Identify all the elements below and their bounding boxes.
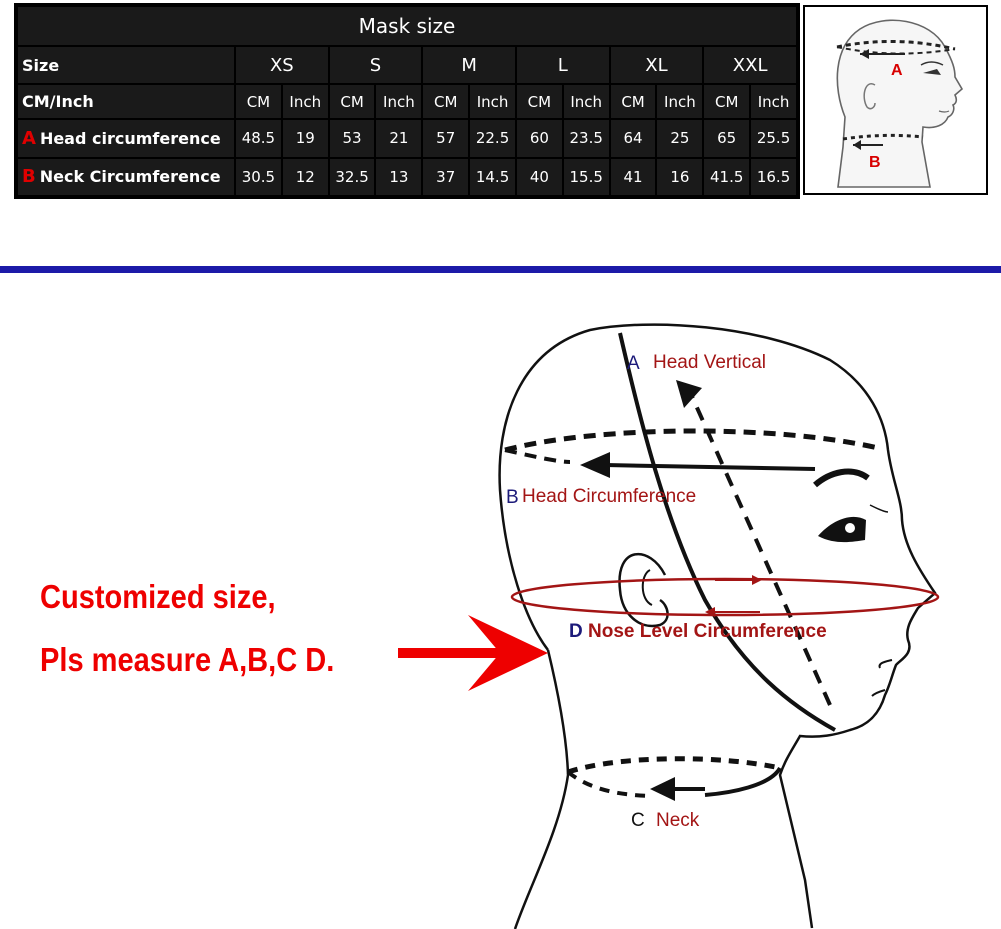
table-cell: 32.5 xyxy=(327,156,377,198)
head-circumference-dashed xyxy=(504,428,879,453)
table-cell: 22.5 xyxy=(468,118,517,159)
table-cell: 13 xyxy=(374,156,424,198)
label-c-letter: C xyxy=(631,810,645,831)
row-letter-a: A xyxy=(22,127,36,149)
table-cell: 60 xyxy=(514,118,564,159)
unit-cell: CM xyxy=(234,83,283,121)
eyebrow-icon xyxy=(813,468,870,488)
table-cell: 16 xyxy=(655,156,705,198)
unit-cell: CM xyxy=(702,83,752,121)
size-xxl: XXL xyxy=(702,44,798,86)
head-thumbnail-icon: A B xyxy=(836,19,964,188)
unit-cell: CM xyxy=(421,83,471,121)
table-cell: 15.5 xyxy=(561,156,611,198)
head-vertical-line xyxy=(618,332,836,732)
head-outline xyxy=(498,323,937,929)
table-cell: 64 xyxy=(608,118,658,159)
custom-size-note-line2: Pls measure A,B,C D. xyxy=(40,641,335,678)
arrow-left-icon xyxy=(580,452,610,478)
nose-level-ellipse xyxy=(510,577,940,617)
label-a-text: Head Vertical xyxy=(653,352,766,373)
unit-row-label: CM/Inch xyxy=(16,83,236,121)
table-cell: 25 xyxy=(655,118,705,159)
head-thumbnail: A B xyxy=(803,5,988,195)
unit-cell: Inch xyxy=(374,83,424,121)
size-table: Mask size Size XS S M L XL XXL CM/Inch C… xyxy=(14,3,800,199)
size-row: Size XS S M L XL XXL xyxy=(16,44,798,86)
table-cell: 30.5 xyxy=(234,156,283,198)
size-m: M xyxy=(421,44,517,86)
neck-outline xyxy=(513,649,570,929)
size-xs: XS xyxy=(234,44,330,86)
neck-dashed xyxy=(567,756,781,775)
head-vertical-dashed xyxy=(688,391,832,706)
table-cell: 48.5 xyxy=(234,118,283,159)
table-cell: 65 xyxy=(702,118,752,159)
label-b-letter: B xyxy=(506,487,519,508)
label-d-letter: D xyxy=(569,621,583,642)
unit-row: CM/Inch CM Inch CM Inch CM Inch CM Inch … xyxy=(16,83,798,121)
custom-size-note-line1: Customized size, xyxy=(40,578,276,615)
table-cell: 25.5 xyxy=(749,118,798,159)
arrow-left-icon xyxy=(650,777,675,801)
unit-cell: Inch xyxy=(655,83,705,121)
label-b-text: Head Circumference xyxy=(522,486,696,507)
row-label-text: Neck Circumference xyxy=(39,167,221,187)
table-cell: 16.5 xyxy=(749,156,798,198)
table-cell: 12 xyxy=(280,156,330,198)
table-cell: 41.5 xyxy=(702,156,752,198)
table-cell: 21 xyxy=(374,118,424,159)
table-cell: 53 xyxy=(327,118,377,159)
unit-cell: CM xyxy=(514,83,564,121)
eye-icon xyxy=(818,516,866,543)
table-cell: 37 xyxy=(421,156,471,198)
label-a-letter: A xyxy=(627,353,640,374)
row-letter-b: B xyxy=(22,166,36,188)
size-l: L xyxy=(514,44,611,86)
unit-cell: Inch xyxy=(280,83,330,121)
table-cell: 57 xyxy=(421,118,471,159)
head-circumference-arrow xyxy=(604,463,816,471)
unit-cell: Inch xyxy=(749,83,798,121)
unit-cell: Inch xyxy=(468,83,517,121)
section-divider xyxy=(0,266,1001,273)
table-cell: 14.5 xyxy=(468,156,517,198)
arrow-up-icon xyxy=(676,380,702,408)
unit-cell: CM xyxy=(327,83,377,121)
thumb-label-a: A xyxy=(891,62,903,79)
thumb-label-b: B xyxy=(869,154,881,171)
label-c-text: Neck xyxy=(656,810,700,831)
pointer-arrow-head xyxy=(468,615,548,691)
table-cell: 19 xyxy=(280,118,330,159)
table-cell: 40 xyxy=(514,156,564,198)
unit-cell: CM xyxy=(608,83,658,121)
head-measurement-diagram: A Head Vertical B Head Circumference D N… xyxy=(398,323,940,929)
table-cell: 41 xyxy=(608,156,658,198)
table-cell: 23.5 xyxy=(561,118,611,159)
row-label-text: Head circumference xyxy=(39,128,221,148)
label-d-text: Nose Level Circumference xyxy=(588,621,827,642)
size-s: S xyxy=(327,44,424,86)
size-xl: XL xyxy=(608,44,705,86)
table-title: Mask size xyxy=(16,5,798,47)
size-row-label: Size xyxy=(16,44,236,86)
unit-cell: Inch xyxy=(561,83,611,121)
